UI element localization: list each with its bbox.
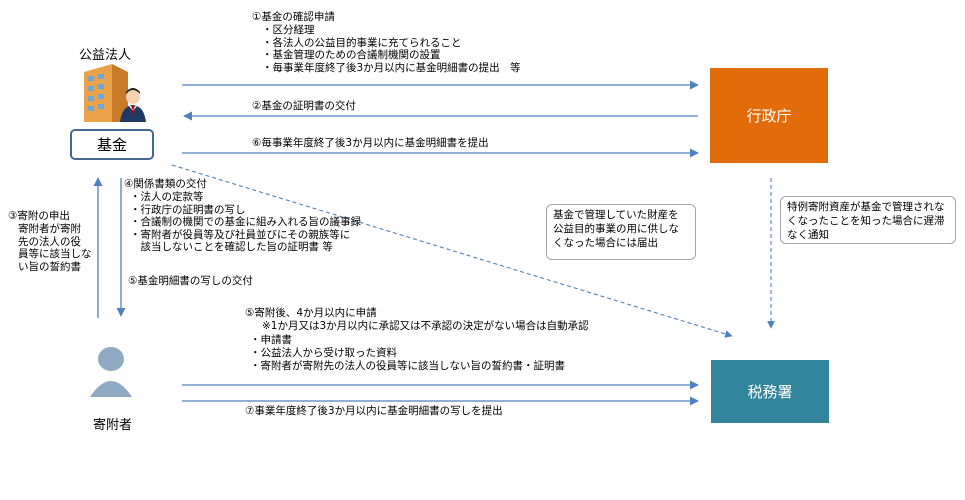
step1-item: ・基金管理のための合議制機関の設置 — [262, 49, 441, 61]
donor-person-icon — [90, 347, 132, 397]
agency-label: 行政庁 — [746, 107, 792, 125]
fund-label: 基金 — [96, 136, 127, 154]
step2-label: ②基金の証明書の交付 — [252, 100, 356, 112]
tax-office-label: 税務署 — [747, 383, 793, 401]
step3-title: ③寄附の申出 — [8, 210, 70, 222]
fund-box: 基金 — [70, 129, 154, 160]
step4-title: ④関係書類の交付 — [124, 178, 207, 190]
agency-box: 行政庁 — [710, 68, 828, 163]
step4-item: ・合議制の機関での基金に組み入れる旨の議事録 — [130, 216, 361, 228]
step4-list: ・法人の定款等 ・行政庁の証明書の写し ・合議制の機関での基金に組み入れる旨の議… — [130, 191, 361, 254]
step4-item: ・行政庁の証明書の写し — [130, 203, 246, 216]
step3-line: 寄附者が寄附 — [18, 223, 81, 235]
tax-office-box: 税務署 — [711, 360, 829, 423]
office-building-icon — [84, 64, 146, 122]
step4-item: ・寄附者が役員等及び社員並びにその親族等に — [130, 228, 351, 241]
step5-list: ・申請書 ・公益法人から受け取った資料 ・寄附者が寄附先の法人の役員等に該当しな… — [250, 334, 565, 373]
step3-detail: 寄附者が寄附 先の法人の役 員等に該当しな い旨の誓約書 — [18, 223, 92, 273]
step5-note: ※1か月又は3か月以内に承認又は不承認の決定がない場合は自動承認 — [262, 320, 589, 332]
step5-item: ・寄附者が寄附先の法人の役員等に該当しない旨の誓約書・証明書 — [250, 360, 565, 372]
step4-item: 該当しないことを確認した旨の証明書 等 — [130, 241, 333, 253]
step3-line: い旨の誓約書 — [18, 260, 81, 273]
note-fund-property: 基金で管理していた財産を公益目的事業の用に供しなくなった場合には届出 — [546, 204, 696, 260]
note-special-donation: 特例寄附資産が基金で管理されなくなったことを知った場合に遅滞なく通知 — [780, 196, 956, 244]
step5-item: ・申請書 — [250, 334, 292, 346]
step4-item: ・法人の定款等 — [130, 191, 204, 203]
step5-title: ⑤寄附後、4か月以内に申請 — [245, 307, 377, 319]
step1-item: ・毎事業年度終了後3か月以内に基金明細書の提出 等 — [262, 61, 521, 74]
step5-item: ・公益法人から受け取った資料 — [250, 347, 397, 359]
donor-label: 寄附者 — [93, 418, 133, 433]
step1-list: ・区分経理 ・各法人の公益目的事業に充てられること ・基金管理のための合議制機関… — [262, 24, 521, 74]
public-corp-label: 公益法人 — [79, 48, 132, 63]
step3-line: 員等に該当しな — [18, 248, 92, 260]
step3-line: 先の法人の役 — [18, 235, 81, 248]
step5-copy-label: ⑤基金明細書の写しの交付 — [128, 275, 253, 287]
step7-label: ⑦事業年度終了後3か月以内に基金明細書の写しを提出 — [245, 405, 503, 417]
step1-item: ・区分経理 — [262, 24, 315, 36]
step6-label: ⑥毎事業年度終了後3か月以内に基金明細書を提出 — [252, 137, 489, 149]
step1-title: ①基金の確認申請 — [252, 11, 335, 23]
step1-item: ・各法人の公益目的事業に充てられること — [262, 36, 462, 49]
